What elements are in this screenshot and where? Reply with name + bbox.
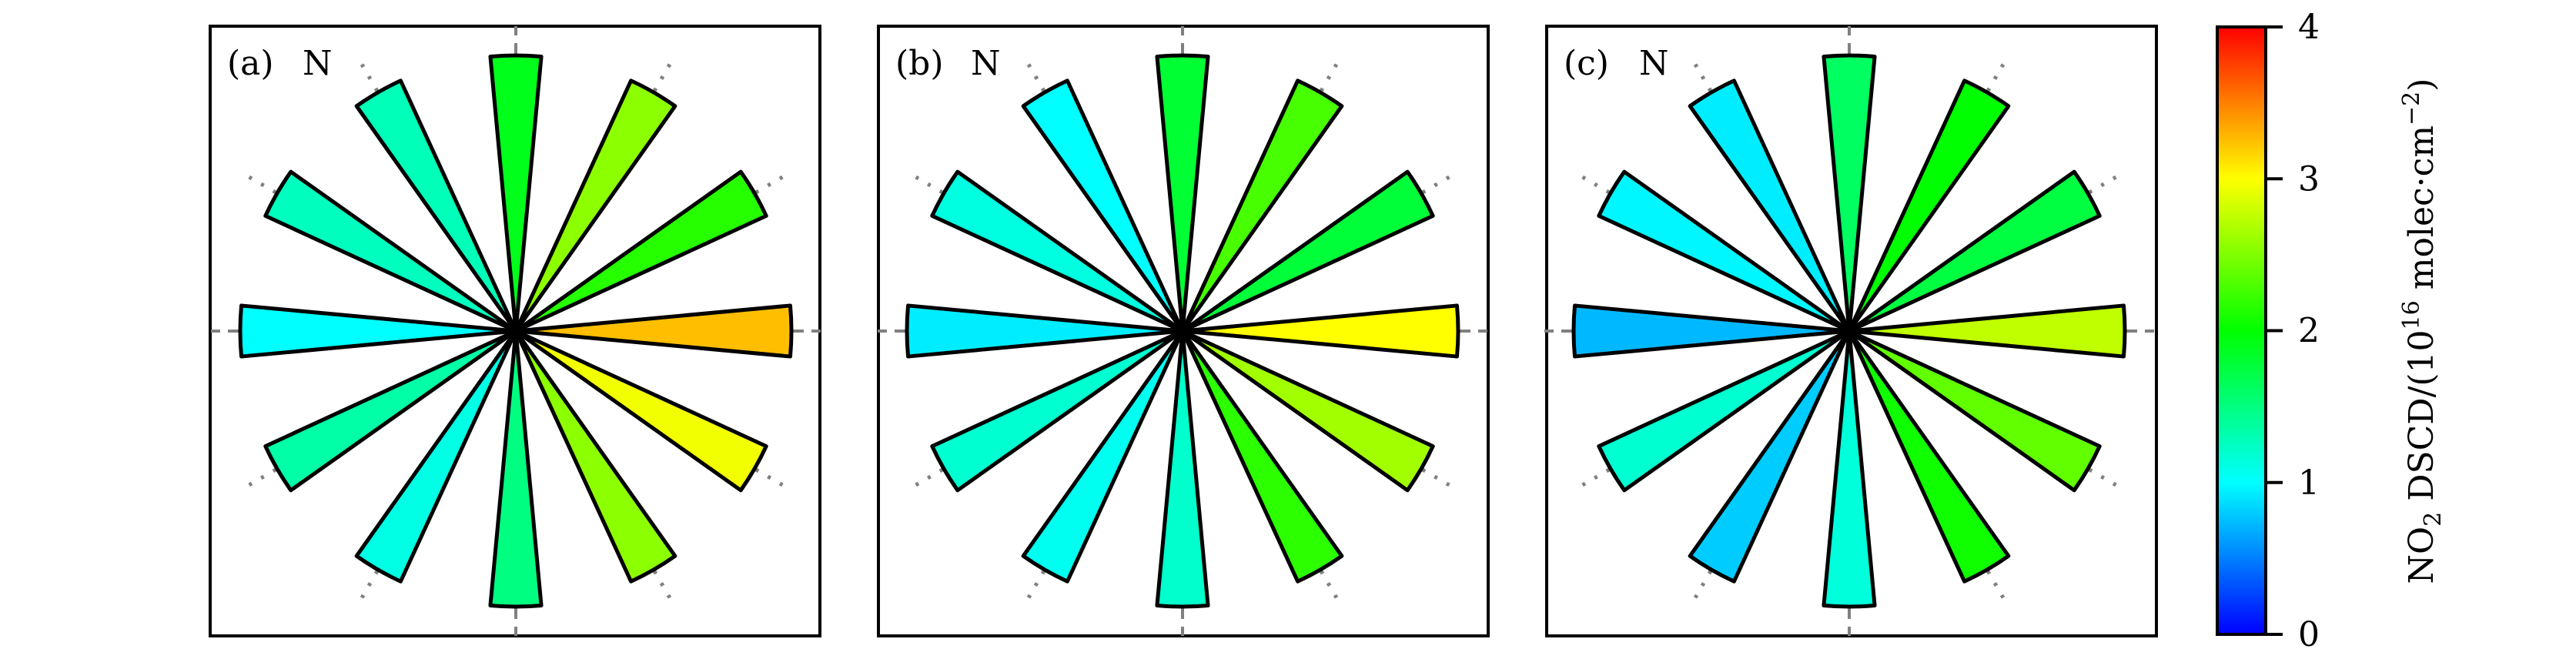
wedge-180deg [1822,329,1877,609]
wedge-150deg [1180,329,1344,584]
wedge-300deg [1597,169,1852,333]
wedge-240deg [1597,329,1852,493]
wedge-210deg [1688,329,1852,584]
wedge-30deg [1180,79,1344,333]
colorbar-tick-label: 1 [2298,463,2320,503]
wedge-240deg [263,329,518,493]
panel-b: (b) N [877,25,1490,637]
panel-c: (c) N [1544,25,2158,637]
panel-label: (a) [227,44,274,83]
wedge-270deg [238,303,518,359]
wedge-300deg [263,169,518,333]
wedge-90deg [514,303,794,359]
wedge-300deg [930,169,1185,333]
panel-label: (c) [1564,44,1609,83]
wedge-0deg [1822,53,1877,333]
wedge-90deg [1180,303,1460,359]
north-label: N [303,44,333,83]
wedge-270deg [1571,303,1852,359]
wedge-210deg [1021,329,1185,584]
colorbar: 0 1 2 3 4 NO2 DSCD/(1016 molec·cm−2) [2216,8,2447,654]
wedge-180deg [488,329,544,609]
wedge-120deg [1847,329,2102,493]
wedge-210deg [354,329,518,584]
colorbar-label: NO2 DSCD/(1016 molec·cm−2) [2398,79,2447,584]
wedge-30deg [1847,79,2011,333]
wedge-60deg [514,169,768,333]
wedge-180deg [1155,329,1210,609]
wedge-90deg [1847,303,2127,359]
panel-a: (a) N [209,25,821,637]
north-label: N [1639,44,1669,83]
wedge-150deg [1847,329,2011,584]
wedge-150deg [514,329,677,584]
wedge-120deg [514,329,768,493]
wedge-60deg [1847,169,2102,333]
colorbar-tick-label: 4 [2298,8,2320,47]
wedge-330deg [1688,79,1852,333]
wedge-0deg [1155,53,1210,333]
colorbar-tick-label: 0 [2298,615,2320,654]
north-label: N [971,44,1001,83]
wedge-330deg [354,79,518,333]
wedge-60deg [1180,169,1435,333]
colorbar-tick-label: 3 [2298,159,2320,199]
colorbar-tick-label: 2 [2298,312,2320,351]
panel-label: (b) [895,44,944,83]
wedge-270deg [905,303,1185,359]
wedge-30deg [514,79,677,333]
wedge-330deg [1021,79,1185,333]
wedge-120deg [1180,329,1435,493]
wedge-0deg [488,53,544,333]
colorbar-gradient [2216,25,2267,636]
wedge-240deg [930,329,1185,493]
